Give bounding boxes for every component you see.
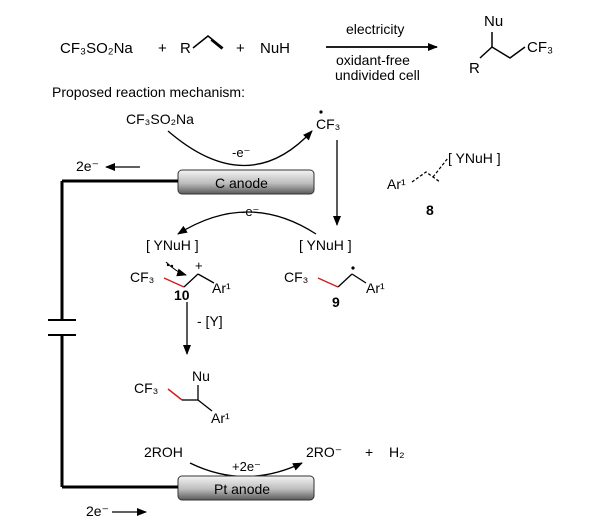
cf3-bond-product (167, 388, 183, 401)
final-ar-label: Ar¹ (211, 410, 230, 426)
alkene-8-bonds (411, 171, 441, 183)
oxidation-arc-2 (177, 211, 317, 235)
electron-loss-label-2: -e⁻ (241, 204, 259, 219)
hydrogen: H₂ (389, 444, 405, 460)
product-nu-label: Nu (484, 13, 503, 30)
final-bond-ar (197, 399, 213, 412)
electron-out-top: 2e⁻ (76, 158, 99, 174)
alkene-8-ar-label: Ar¹ (387, 176, 406, 192)
cation-cf3-label: CF₃ (130, 269, 154, 285)
compound-10-number: 10 (174, 287, 190, 303)
mech-cf3-radical: CF₃ (316, 116, 340, 132)
plus-sign: + (365, 444, 373, 460)
cation-bond (183, 273, 199, 288)
product-r-label: R (469, 60, 480, 77)
overall-reaction: CF₃SO₂Na + R + NuH electricity oxidant-f… (60, 13, 553, 83)
electron-in-bottom: 2e⁻ (86, 503, 109, 519)
reagent-cf3so2na: CF₃SO₂Na (60, 40, 133, 57)
plus-sign: + (158, 40, 167, 57)
alkene-double-bond (210, 39, 223, 50)
cf3-bond-cation (163, 277, 185, 288)
cation-bond-ar (197, 273, 215, 284)
lone-pair-dot (170, 264, 174, 268)
radical-dot (319, 110, 323, 114)
radical-dot (351, 266, 355, 270)
radical-bond-ar (351, 273, 367, 284)
yniuh-bracket-right: [ YNuH ] (299, 237, 352, 253)
alkene-8-yniuh: [ YNuH ] (448, 150, 501, 166)
product-cf3-label: CF₃ (527, 39, 553, 56)
compound-8-number: 8 (426, 202, 434, 218)
compound-9-number: 9 (332, 294, 340, 310)
c-anode-label: C anode (215, 175, 268, 191)
mechanism-heading: Proposed reaction mechanism: (52, 84, 245, 100)
alkene-bonds (192, 35, 224, 49)
pt-anode-label: Pt anode (214, 481, 270, 497)
product-bonds (479, 46, 526, 59)
condition-oxidant-free: oxidant-free (336, 52, 410, 68)
condition-undivided-cell: undivided cell (335, 67, 420, 83)
electron-gain-label: +2e⁻ (232, 459, 261, 474)
loss-label: - [Y] (197, 313, 223, 329)
radical-ar-label: Ar¹ (366, 280, 385, 296)
condition-electricity: electricity (346, 21, 404, 37)
radical-bond (337, 273, 353, 288)
alkene-8-dash (432, 157, 449, 178)
cation-charge: + (195, 258, 203, 273)
nucleophilic-attack-arrow (165, 261, 187, 277)
oxidation-arc-1 (167, 130, 313, 167)
cathode-product: 2RO⁻ (306, 444, 342, 460)
radical-cf3-label: CF₃ (284, 269, 308, 285)
reagent-nuh: NuH (260, 40, 290, 57)
cation-ar-label: Ar¹ (212, 280, 231, 296)
yniuh-bracket-left: [ YNuH ] (146, 237, 199, 253)
mech-cf3so2na: CF₃SO₂Na (126, 111, 194, 127)
cathode-reagent: 2ROH (144, 444, 183, 460)
lone-pair-dot (166, 263, 170, 267)
final-nu-label: Nu (192, 368, 210, 384)
plus-sign: + (236, 40, 245, 57)
alkene-r-label: R (180, 40, 191, 57)
cf3-bond-radical (317, 277, 339, 288)
electron-loss-label-1: -e⁻ (232, 145, 250, 160)
final-cf3-label: CF₃ (134, 380, 158, 396)
